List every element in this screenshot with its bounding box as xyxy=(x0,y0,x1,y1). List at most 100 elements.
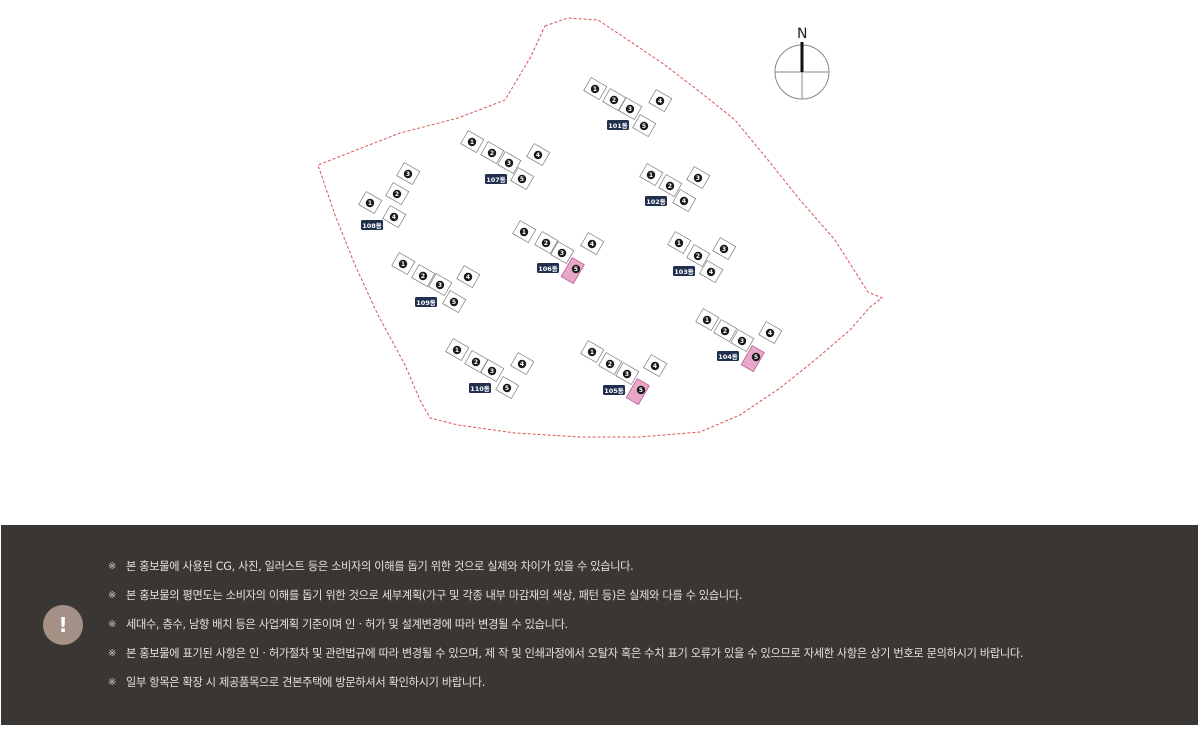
unit-marker xyxy=(720,326,730,336)
unit-number: 4 xyxy=(392,214,396,221)
unit-number: 2 xyxy=(668,183,672,190)
unit-number: 1 xyxy=(522,229,526,236)
unit-marker xyxy=(398,259,408,269)
unit-number: 3 xyxy=(625,371,629,378)
unit-number: 3 xyxy=(628,106,632,113)
unit-number: 2 xyxy=(421,273,425,280)
unit-marker xyxy=(587,239,597,249)
unit-number: 4 xyxy=(653,363,657,370)
unit-number: 2 xyxy=(474,359,478,366)
unit-marker xyxy=(557,248,567,258)
building-label: 109동 xyxy=(416,299,436,307)
notice-item: ※세대수, 층수, 남향 배치 등은 사업계획 기준이며 인ㆍ허가 및 설계변경… xyxy=(108,616,1023,645)
unit-marker xyxy=(693,173,703,183)
unit-marker xyxy=(452,345,462,355)
unit-number: 1 xyxy=(677,240,681,247)
unit-marker xyxy=(674,238,684,248)
buildings-layer: 12345101동1234102동1234103동12345104동123451… xyxy=(358,77,783,406)
unit-number: 4 xyxy=(768,330,772,337)
site-plan-svg: N 12345101동1234102동1234103동12345104동1234… xyxy=(317,17,883,438)
notice-bullet: ※ xyxy=(108,648,117,659)
unit-number: 2 xyxy=(723,328,727,335)
unit-number: 1 xyxy=(368,200,372,207)
unit-marker xyxy=(639,121,649,131)
building-label: 106동 xyxy=(538,265,558,273)
building-label-bg xyxy=(415,297,437,307)
unit-marker xyxy=(389,212,399,222)
notice-bullet: ※ xyxy=(108,677,117,688)
notice-list: ※ 본 홍보물에 사용된 CG, 사진, 일러스트 등은 소비자의 이해를 돕기 … xyxy=(108,558,1023,703)
notice-text: 본 홍보물에 사용된 CG, 사진, 일러스트 등은 소비자의 이해를 돕기 위… xyxy=(126,560,634,573)
building-label-bg xyxy=(717,351,739,361)
building-label-bg xyxy=(673,266,695,276)
unit-marker xyxy=(693,251,703,261)
notice-bullet: ※ xyxy=(108,590,117,601)
unit-marker xyxy=(719,244,729,254)
building-label: 103동 xyxy=(674,268,694,276)
unit-number: 3 xyxy=(560,250,564,257)
notice-text: 본 홍보물에 표기된 사항은 인ㆍ허가절차 및 관련법규에 따라 변경될 수 있… xyxy=(126,647,1024,660)
unit-number: 3 xyxy=(740,338,744,345)
unit-marker xyxy=(449,297,459,307)
unit-number: 2 xyxy=(696,253,700,260)
unit-marker xyxy=(435,280,445,290)
building-label: 105동 xyxy=(604,387,624,395)
notice-text: 본 홍보물의 평면도는 소비자의 이해를 돕기 위한 것으로 세부계획(가구 및… xyxy=(126,589,743,602)
unit-number: 1 xyxy=(590,349,594,356)
unit-number: 5 xyxy=(574,266,578,273)
unit-marker xyxy=(609,95,619,105)
building-label-bg xyxy=(603,385,625,395)
unit-number: 1 xyxy=(470,139,474,146)
building-105[interactable]: 1 2 3 4 5 105동 xyxy=(580,340,668,406)
unit-marker xyxy=(392,189,402,199)
compass: N xyxy=(774,26,830,100)
notice-item: ※본 홍보물에 사용된 CG, 사진, 일러스트 등은 소비자의 이해를 돕기 … xyxy=(108,558,1023,587)
unit-number: 2 xyxy=(395,191,399,198)
building-label: 102동 xyxy=(646,198,666,206)
unit-marker xyxy=(765,328,775,338)
building-label-bg xyxy=(361,220,383,230)
unit-number: 5 xyxy=(754,354,758,361)
building-label-bg xyxy=(469,383,491,393)
unit-marker xyxy=(533,150,543,160)
notice-bullet: ※ xyxy=(108,619,117,630)
unit-number: 4 xyxy=(536,152,540,159)
unit-marker xyxy=(646,170,656,180)
unit-number: 1 xyxy=(593,86,597,93)
notice-item: ※ 본 홍보물의 평면도는 소비자의 이해를 돕기 위한 것으로 세부계획(가구 … xyxy=(108,587,1023,616)
unit-marker xyxy=(737,336,747,346)
building-label-bg xyxy=(537,263,559,273)
unit-marker xyxy=(605,359,615,369)
unit-marker xyxy=(418,271,428,281)
unit-number: 5 xyxy=(639,387,643,394)
unit-marker xyxy=(679,196,689,206)
unit-number: 3 xyxy=(696,175,700,182)
notice-panel xyxy=(1,525,1198,725)
building-label: 110동 xyxy=(470,385,490,393)
unit-marker xyxy=(622,369,632,379)
notice-item: ※ 본 홍보물에 표기된 사항은 인ㆍ허가절차 및 관련법규에 따라 변경될 수 … xyxy=(108,645,1023,674)
unit-number: 2 xyxy=(608,361,612,368)
unit-number: 2 xyxy=(544,240,548,247)
unit-marker xyxy=(519,227,529,237)
notice-item: ※일부 항목은 확장 시 제공품목으로 견본주택에 방문하셔서 확인하시기 바랍… xyxy=(108,674,1023,703)
building-label-bg xyxy=(485,174,507,184)
unit-number: 4 xyxy=(709,269,713,276)
unit-marker xyxy=(502,383,512,393)
unit-number: 4 xyxy=(590,241,594,248)
unit-number: 1 xyxy=(705,317,709,324)
unit-marker xyxy=(751,352,761,362)
compass-north-label: N xyxy=(797,26,807,42)
unit-number: 5 xyxy=(452,299,456,306)
unit-marker xyxy=(571,264,581,274)
building-label: 101동 xyxy=(608,122,628,130)
building-106[interactable]: 1 2 3 4 5 106동 xyxy=(512,220,605,285)
